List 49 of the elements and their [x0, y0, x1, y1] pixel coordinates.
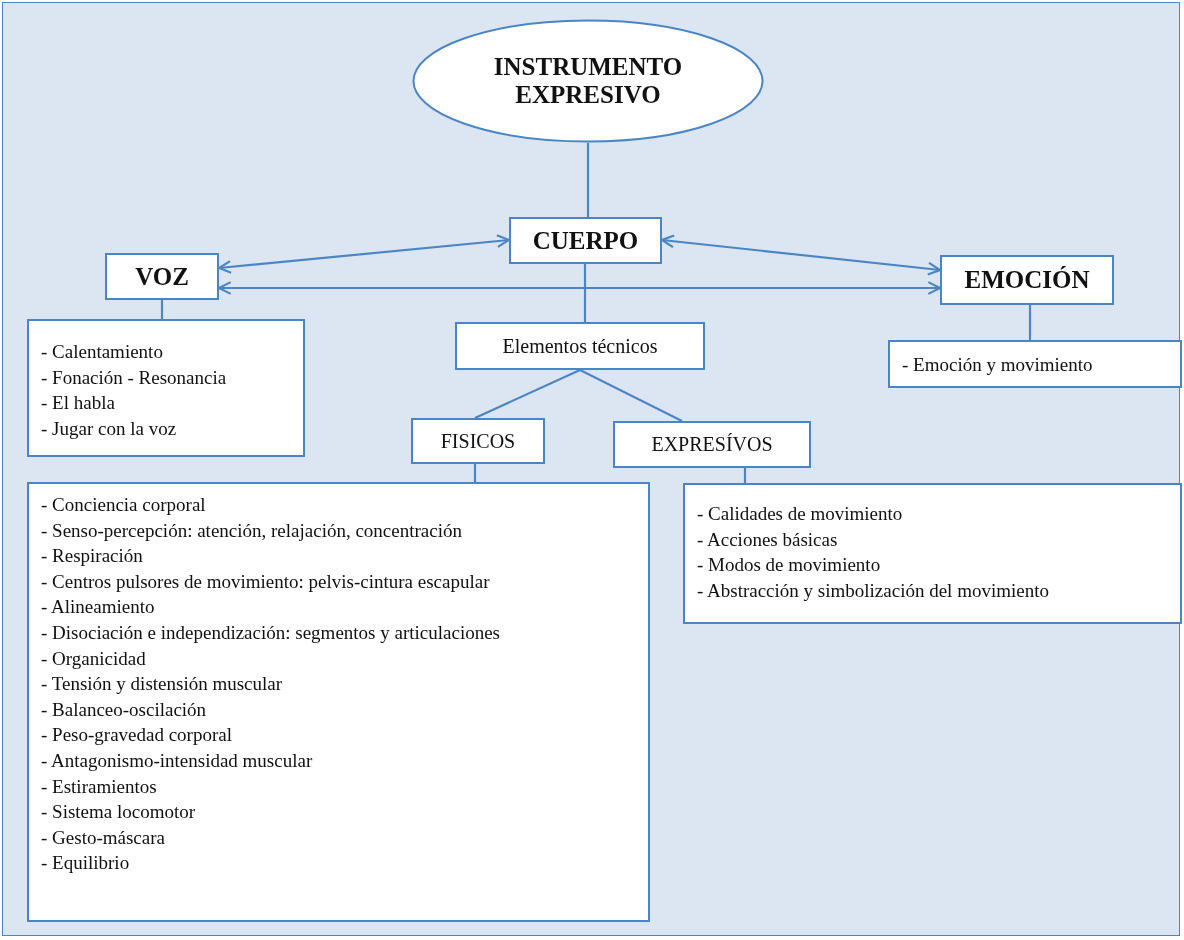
list-item: - Sistema locomotor — [41, 800, 197, 825]
list-item: - Disociación e independización: segmentos y articulaciones — [41, 620, 501, 645]
node-label: EMOCIÓN — [964, 266, 1090, 294]
node-label: INSTRUMENTO EXPRESIVO — [492, 53, 684, 109]
list-item: - El habla — [41, 391, 116, 416]
list-item: - Tensión y distensión muscular — [41, 672, 284, 697]
list-item: - Peso-gravedad corporal — [41, 723, 233, 748]
category-box — [455, 322, 705, 370]
category-box — [613, 421, 811, 468]
list-item: - Calidades de movimiento — [697, 502, 904, 526]
connector-line — [160, 300, 164, 319]
node-label: FISICOS — [440, 429, 516, 453]
list-item: - Gesto-máscara — [41, 825, 166, 850]
list-box — [683, 483, 1182, 624]
title-box — [105, 253, 219, 300]
list-box — [888, 340, 1182, 388]
list-item: - Abstracción y simbolización del movimiento — [697, 578, 1050, 603]
list-item: - Modos de movimiento — [697, 553, 882, 578]
list-item: - Calentamiento — [41, 340, 164, 364]
list-box — [27, 482, 650, 922]
connector-line — [743, 468, 747, 483]
title-box — [940, 255, 1114, 305]
connector-line — [473, 464, 477, 482]
connector-line — [579, 369, 683, 422]
list-item: - Fonación - Resonancia — [41, 365, 228, 390]
title-box — [509, 217, 662, 264]
list-item: - Balanceo-oscilación — [41, 697, 208, 722]
list-item: - Alineamiento — [41, 595, 156, 620]
list-item: - Equilibrio — [41, 851, 131, 876]
connector-line — [474, 369, 581, 419]
list-item: - Acciones básicas — [697, 527, 839, 552]
node-label: CUERPO — [532, 226, 639, 255]
node-label: EXPRESÍVOS — [651, 433, 773, 456]
list-item: - Conciencia corporal — [41, 493, 207, 517]
list-item: - Antagonismo-intensidad muscular — [41, 748, 314, 773]
category-box — [411, 418, 545, 464]
connector-line — [586, 143, 590, 217]
list-item: - Estiramientos — [41, 774, 158, 799]
node-label: Elementos técnicos — [502, 334, 658, 358]
list-item: - Emoción y movimiento — [902, 353, 1094, 377]
list-box — [27, 319, 305, 457]
list-item: - Jugar con la voz — [41, 416, 178, 441]
connector-line — [1028, 305, 1032, 340]
list-item: - Respiración — [41, 544, 144, 569]
list-item: - Senso-percepción: atención, relajación, concentración — [41, 518, 463, 543]
list-item: - Organicidad — [41, 646, 147, 671]
list-item: - Centros pulsores de movimiento: pelvis-cintura escapular — [41, 569, 491, 594]
node-label: VOZ — [135, 262, 189, 291]
connector-line — [583, 264, 587, 322]
